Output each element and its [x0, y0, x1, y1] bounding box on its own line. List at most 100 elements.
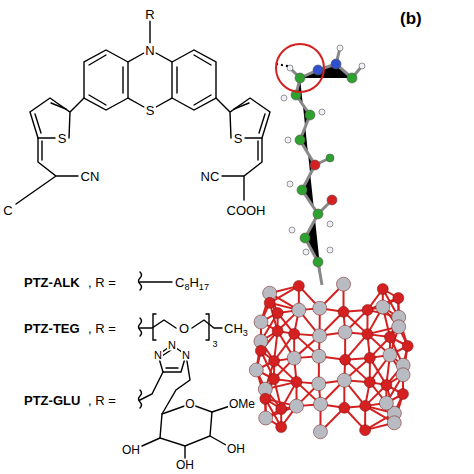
panel-letter: (b) [400, 10, 422, 27]
drawn-shape [89, 55, 123, 105]
cluster-atom [312, 349, 326, 363]
cluster-atom [337, 373, 351, 387]
cluster-atom [269, 355, 280, 366]
cluster-atom [276, 403, 287, 414]
compound-name: PTZ-TEG [24, 322, 80, 335]
cluster-atom [254, 315, 268, 329]
drawn-shape [160, 404, 212, 446]
atom-label: S [145, 104, 156, 117]
drawn-shape [139, 372, 164, 408]
cluster-atom [384, 332, 395, 343]
drawn-shape [222, 138, 262, 200]
drawn-shape [313, 257, 323, 267]
drawn-shape [313, 209, 323, 219]
atom-label: C [2, 204, 13, 217]
atom-label: OMe [228, 398, 256, 410]
cluster-atom [268, 373, 279, 384]
cluster-atom [313, 425, 327, 439]
atom-label: O [178, 322, 190, 335]
cluster-atom [376, 300, 390, 314]
cluster-atom [289, 328, 300, 339]
model-bonds [290, 48, 362, 285]
drawn-shape [313, 65, 323, 75]
repeat-number: 3 [211, 340, 218, 349]
substituent-text: , R = [88, 394, 116, 407]
drawn-shape [295, 135, 305, 145]
drawn-shape [149, 21, 150, 43]
cluster-atom [260, 393, 271, 404]
drawn-shape [305, 110, 315, 120]
atom-label: O [184, 398, 195, 410]
cluster-atom [259, 411, 273, 425]
cluster-atom [360, 400, 371, 411]
atom-label: N [181, 350, 191, 361]
cluster-atom [383, 348, 397, 362]
drawn-shape [234, 103, 265, 133]
cluster-atom [379, 396, 393, 410]
cluster-atom [360, 425, 371, 436]
cluster-atom [312, 377, 326, 391]
drawn-shape [295, 73, 305, 83]
drawn-shape [290, 48, 362, 285]
molecular-model [249, 44, 413, 439]
cluster-atom [387, 416, 401, 430]
cluster-atom [402, 341, 413, 352]
cluster-atom [276, 421, 287, 432]
drawn-shape [287, 65, 293, 71]
drawn-shape [177, 55, 211, 105]
cluster-atom [314, 397, 328, 411]
formula-part: H [189, 275, 198, 290]
cluster-atom [392, 320, 406, 334]
cluster-atom [264, 297, 275, 308]
drawn-shape [162, 350, 178, 368]
compound-name: PTZ-GLU [24, 394, 80, 407]
atom-label: N [144, 44, 155, 57]
oxide-cluster [249, 277, 413, 439]
atom-label: NC [200, 170, 221, 183]
cluster-atom [381, 380, 392, 391]
cluster-atom [364, 377, 375, 388]
cluster-atom [272, 325, 283, 336]
formula-part: 3 [243, 328, 248, 338]
atom-label: S [57, 132, 68, 145]
drawn-shape [327, 221, 333, 227]
drawn-shape [84, 50, 128, 110]
atom-label: C8H17 [175, 276, 209, 289]
model-atoms [281, 45, 365, 267]
cluster-atom [339, 402, 350, 413]
drawn-shape [327, 195, 337, 205]
drawn-shape [337, 45, 343, 51]
drawn-shape [287, 181, 293, 187]
drawn-shape [297, 185, 307, 195]
atom-label: CH3 [224, 322, 248, 335]
cluster-atom [396, 368, 410, 382]
drawn-shape [128, 53, 172, 107]
drawn-shape [142, 406, 230, 458]
skeletal-structure [16, 21, 270, 458]
cluster-atom [337, 277, 351, 291]
substituent-text: , R = [88, 322, 116, 335]
formula-part: 8 [184, 282, 189, 292]
drawn-shape [16, 138, 78, 204]
cluster-atom [340, 354, 351, 365]
cluster-atom [313, 329, 327, 343]
drawn-shape [153, 314, 209, 340]
cluster-atom [364, 352, 375, 363]
atom-label: COOH [226, 204, 267, 217]
highlight-circle [276, 44, 324, 92]
formula-part: 17 [199, 282, 209, 292]
drawn-shape [172, 50, 216, 110]
hydrogen-bond [276, 64, 288, 66]
drawn-shape [326, 154, 334, 162]
drawn-shape [139, 272, 173, 290]
atom-label: OH [175, 459, 195, 471]
drawn-shape [347, 73, 357, 83]
cluster-atom [292, 303, 306, 317]
cluster-atom [290, 399, 304, 413]
drawn-shape [300, 233, 310, 243]
atom-label: R [144, 8, 155, 21]
compound-name: PTZ-ALK [24, 276, 80, 289]
atom-label: OH [226, 443, 246, 455]
formula-part: C [175, 275, 184, 290]
cluster-atom [338, 306, 349, 317]
